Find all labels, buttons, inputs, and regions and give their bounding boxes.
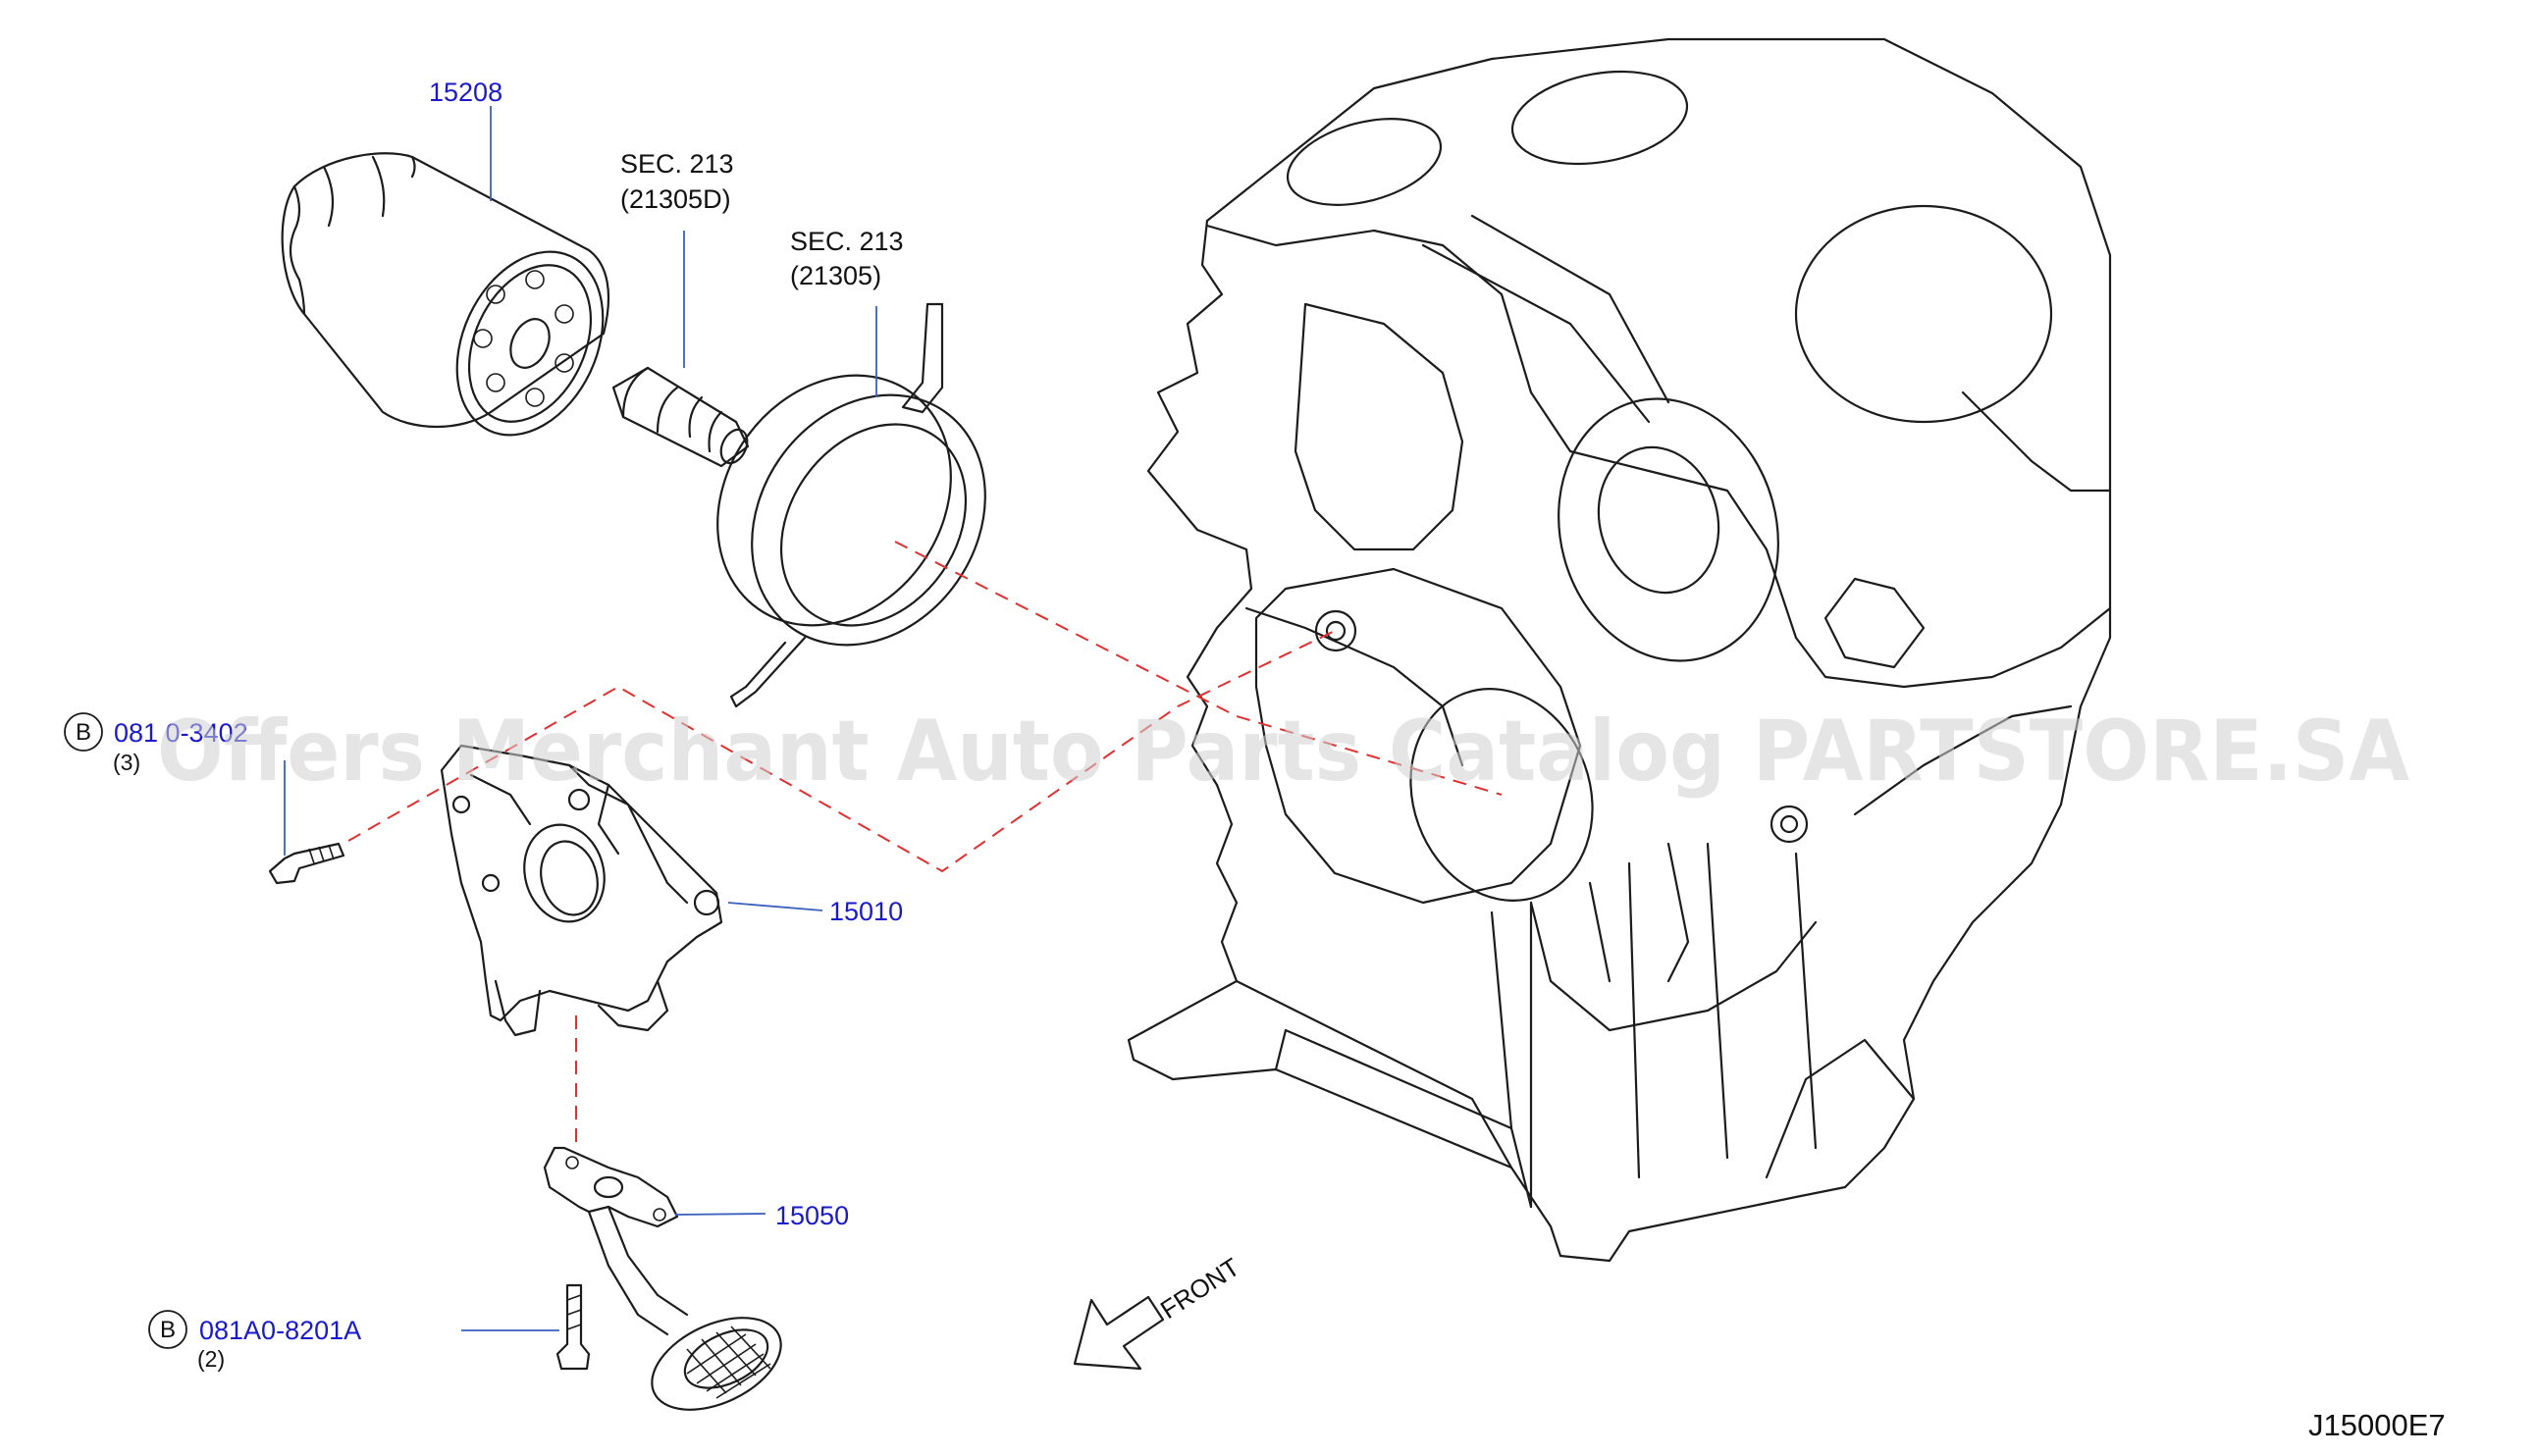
- bolt-badge-icon: [148, 1310, 187, 1349]
- cooler-part-ref: (21305): [790, 261, 881, 290]
- pump-bolt-quantity: (3): [113, 750, 140, 775]
- front-indicator: FRONT: [1073, 1252, 1245, 1371]
- strainer-bolt-quantity: (2): [197, 1346, 225, 1372]
- front-arrow-icon: [1073, 1295, 1165, 1371]
- bolt-badge-icon: [64, 712, 103, 752]
- oil-pump-drawing[interactable]: [440, 744, 723, 1037]
- connector-drawing: [611, 366, 750, 468]
- strainer-bolt-part-number[interactable]: 081A0-8201A: [199, 1316, 361, 1345]
- diagram-code: J15000E7: [2308, 1408, 2446, 1442]
- pump-bolt-part-number[interactable]: 081 0-3402: [114, 718, 248, 748]
- strainer-bolt-drawing: [555, 1283, 591, 1371]
- connector-part-ref: (21305D): [620, 184, 731, 214]
- cooler-section-ref: SEC. 213: [790, 227, 904, 256]
- strainer-bolt-callout[interactable]: B 081A0-8201A (2): [148, 1310, 361, 1372]
- connector-section-ref: SEC. 213: [620, 149, 734, 179]
- oil-pump-part-number[interactable]: 15010: [829, 897, 903, 926]
- pump-bolt-drawing: [268, 842, 345, 885]
- oil-cooler-drawing: [716, 302, 986, 708]
- pump-bolt-badge-letter: B: [76, 719, 91, 746]
- pump-bolt-callout[interactable]: B 081 0-3402 (3): [64, 712, 248, 775]
- watermark: Offers Merchant Auto Parts Catalog PARTS…: [157, 702, 2409, 801]
- strainer-bolt-badge-letter: B: [160, 1317, 176, 1343]
- strainer-part-number[interactable]: 15050: [775, 1201, 849, 1230]
- assembly-dashed-line: [347, 630, 1336, 873]
- engine-block-drawing: [1127, 37, 2112, 1263]
- oil-filter-part-number[interactable]: 15208: [429, 78, 502, 107]
- strainer-drawing[interactable]: [543, 1146, 795, 1429]
- oil-filter-drawing[interactable]: [281, 152, 631, 458]
- front-label: FRONT: [1155, 1252, 1245, 1325]
